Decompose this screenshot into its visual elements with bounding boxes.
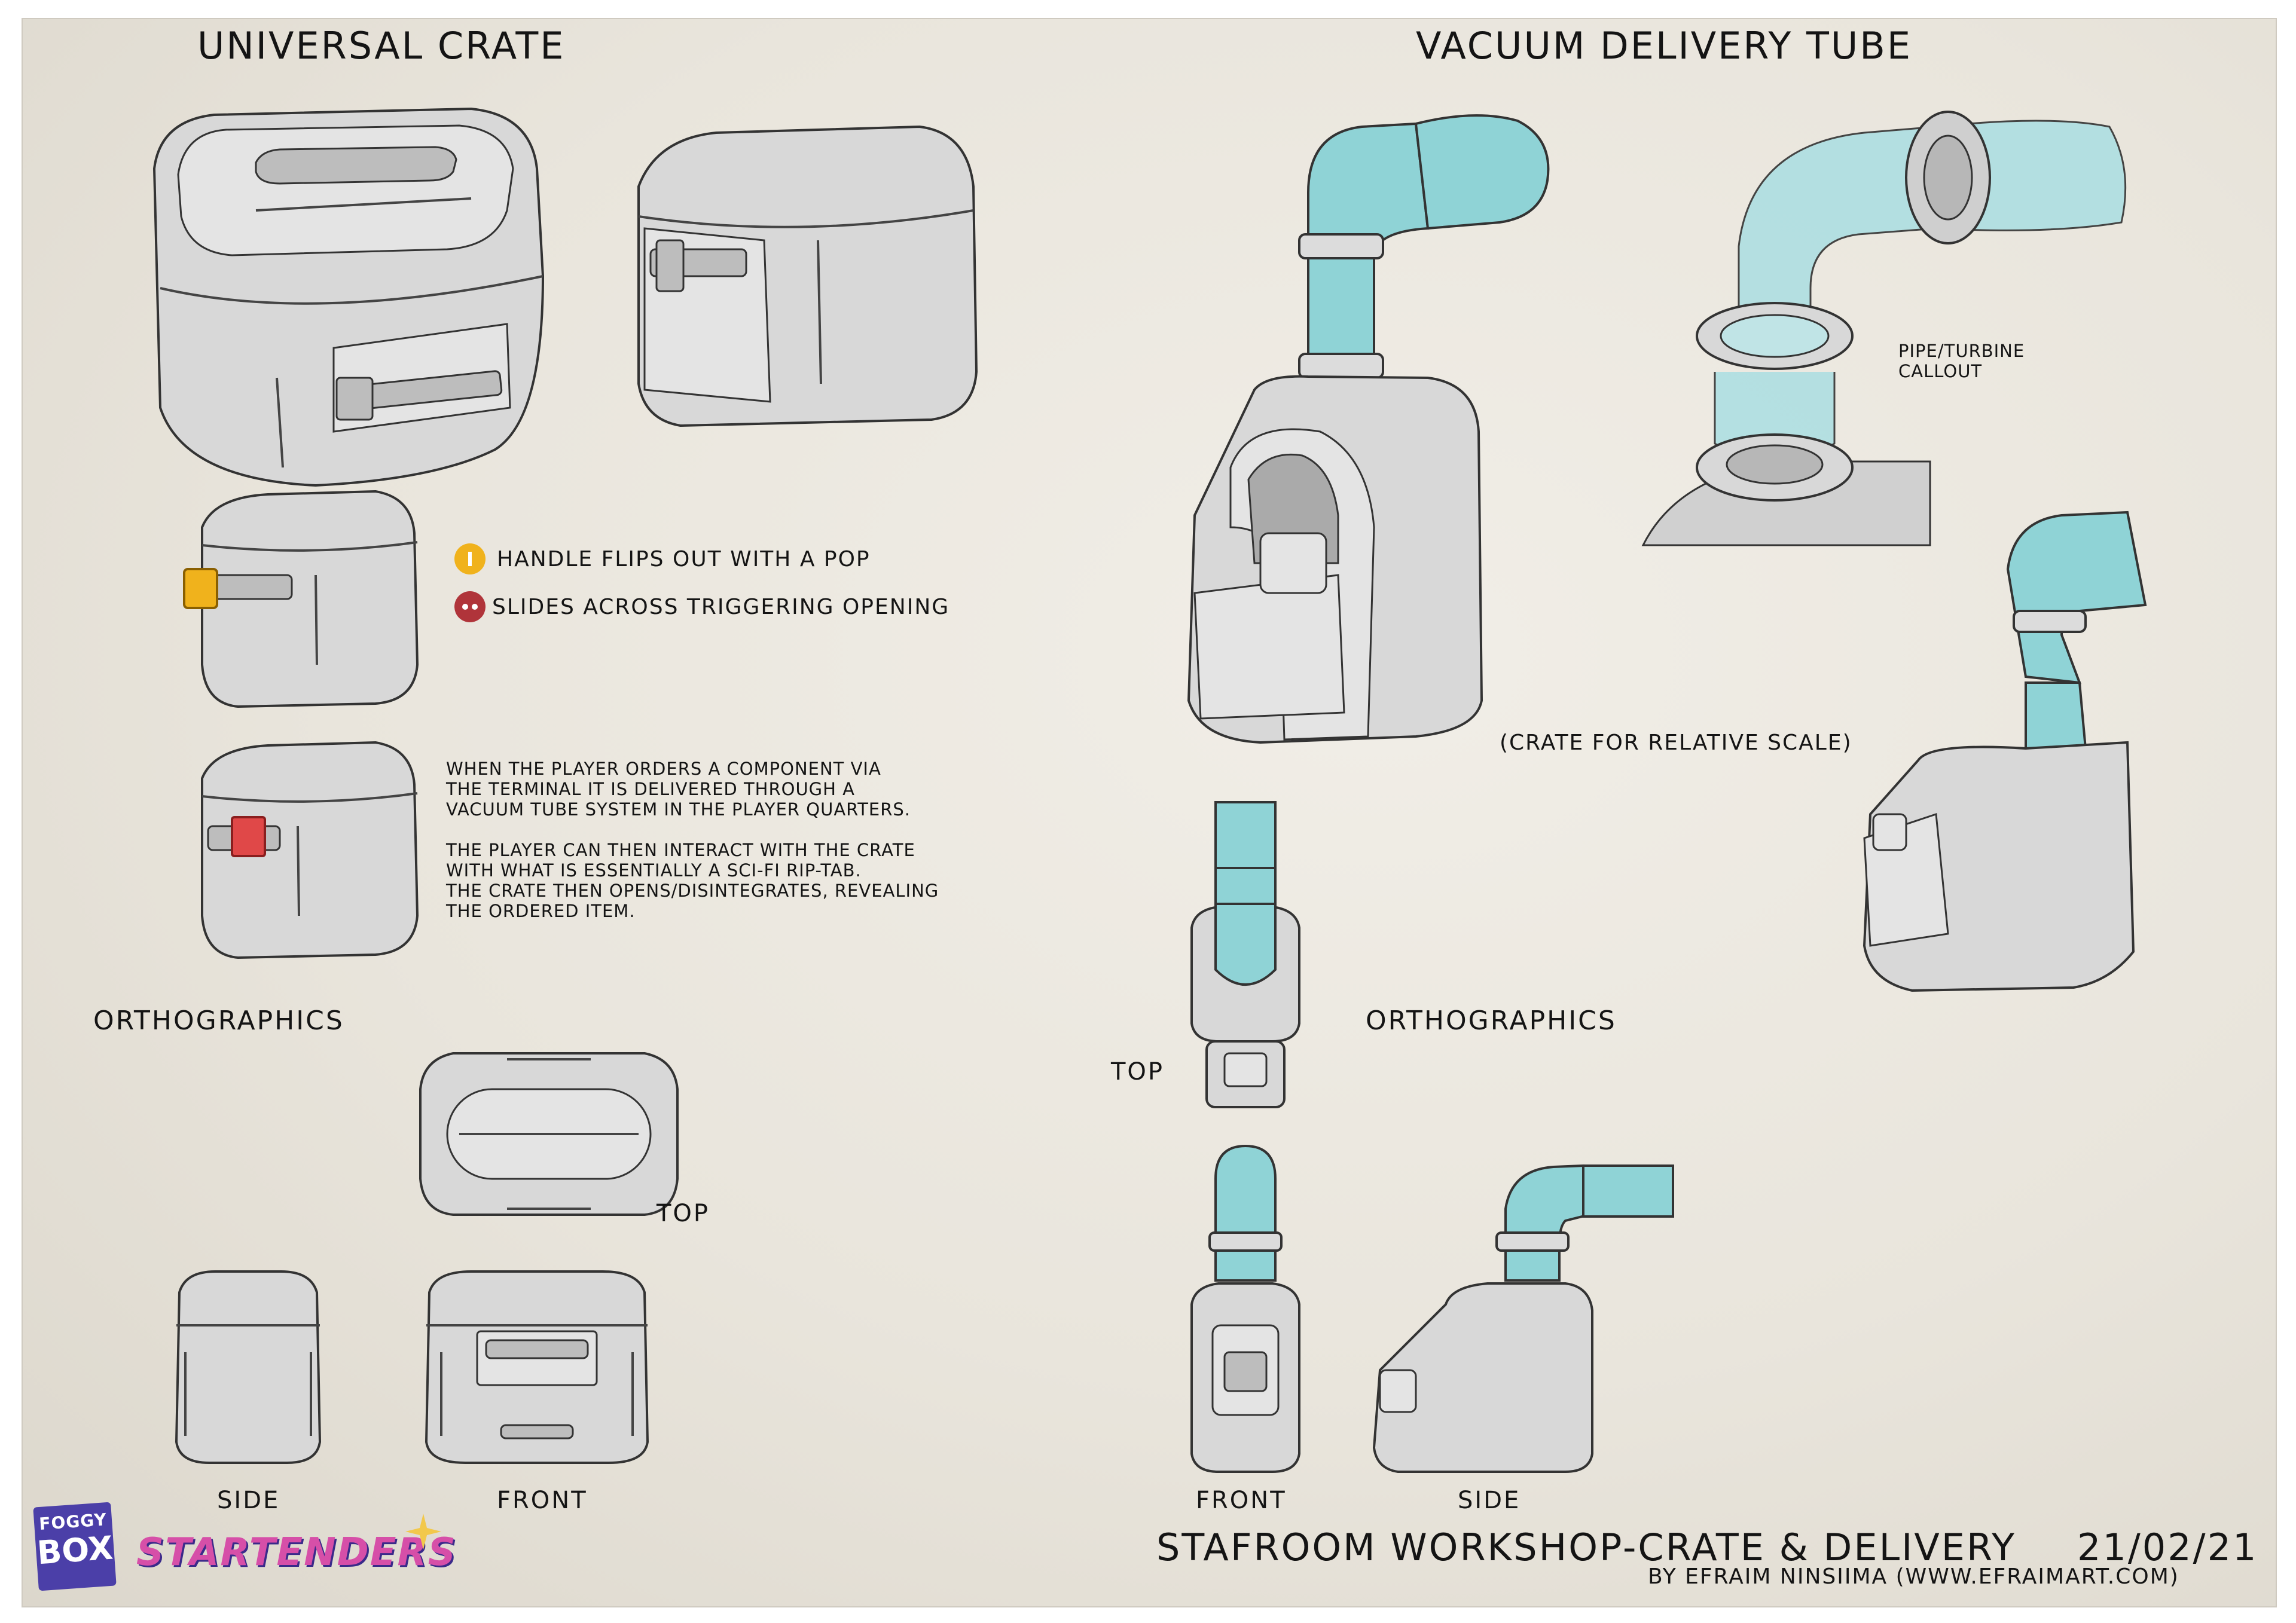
- sheet-credit: BY EFRAIM NINSIIMA (WWW.EFRAIMART.COM): [1648, 1564, 2179, 1589]
- crate-title: UNIVERSAL CRATE: [197, 24, 566, 68]
- crate-ortho-front-label: FRONT: [497, 1487, 588, 1514]
- tube-ortho-front-label: FRONT: [1196, 1487, 1287, 1514]
- vacuum-tube-rear-perspective: [1863, 511, 2147, 992]
- sparkle-icon: [405, 1514, 441, 1549]
- handle-marker-icon: [454, 543, 486, 574]
- slide-marker-icon: [454, 591, 486, 622]
- concept-sheet: UNIVERSAL CRATE VACUUM DELIVERY TUBE: [22, 18, 2277, 1607]
- crate-front-view: [425, 1270, 649, 1464]
- crate-handle-diagram: [183, 490, 419, 708]
- tube-title: VACUUM DELIVERY TUBE: [1416, 24, 1913, 68]
- crate-description: WHEN THE PLAYER ORDERS A COMPONENT VIA T…: [446, 759, 939, 921]
- crate-perspective-front-view: [152, 107, 545, 487]
- flip-handle: [183, 568, 218, 609]
- scale-note: (CRATE FOR RELATIVE SCALE): [1500, 730, 1852, 755]
- crate-ortho-side-label: SIDE: [217, 1487, 280, 1514]
- sheet-date: 21/02/21: [2077, 1526, 2258, 1569]
- crate-ortho-top-label: TOP: [657, 1200, 710, 1227]
- crate-side-view: [175, 1270, 322, 1464]
- foggy-box-logo: FOGGY BOX: [33, 1502, 117, 1591]
- tube-ortho-title: ORTHOGRAPHICS: [1366, 1005, 1617, 1036]
- tube-ortho-side-label: SIDE: [1458, 1487, 1521, 1514]
- crate-ortho-title: ORTHOGRAPHICS: [93, 1005, 344, 1036]
- crate-rip-tab-diagram: [201, 741, 419, 959]
- tube-ortho-top-label: TOP: [1111, 1058, 1165, 1086]
- sheet-title: STAFROOM WORKSHOP-CRATE & DELIVERY: [1156, 1526, 2016, 1569]
- legend-handle-text: HANDLE FLIPS OUT WITH A POP: [497, 547, 871, 571]
- vacuum-tube-perspective: [1187, 114, 1550, 744]
- tube-front-view: [1190, 1144, 1300, 1473]
- crate-perspective-side-view: [637, 125, 978, 427]
- tube-top-view: [1190, 801, 1300, 1108]
- legend-slide-text: SLIDES ACROSS TRIGGERING OPENING: [492, 595, 950, 619]
- tube-side-view: [1372, 1164, 1674, 1473]
- pipe-turbine-callout-label: PIPE/TURBINE CALLOUT: [1898, 341, 2025, 381]
- crate-top-view: [419, 1052, 679, 1216]
- pipe-turbine-callout: [1641, 111, 2127, 546]
- startenders-logo: STARTENDERS: [136, 1530, 457, 1575]
- rip-tab: [231, 816, 266, 857]
